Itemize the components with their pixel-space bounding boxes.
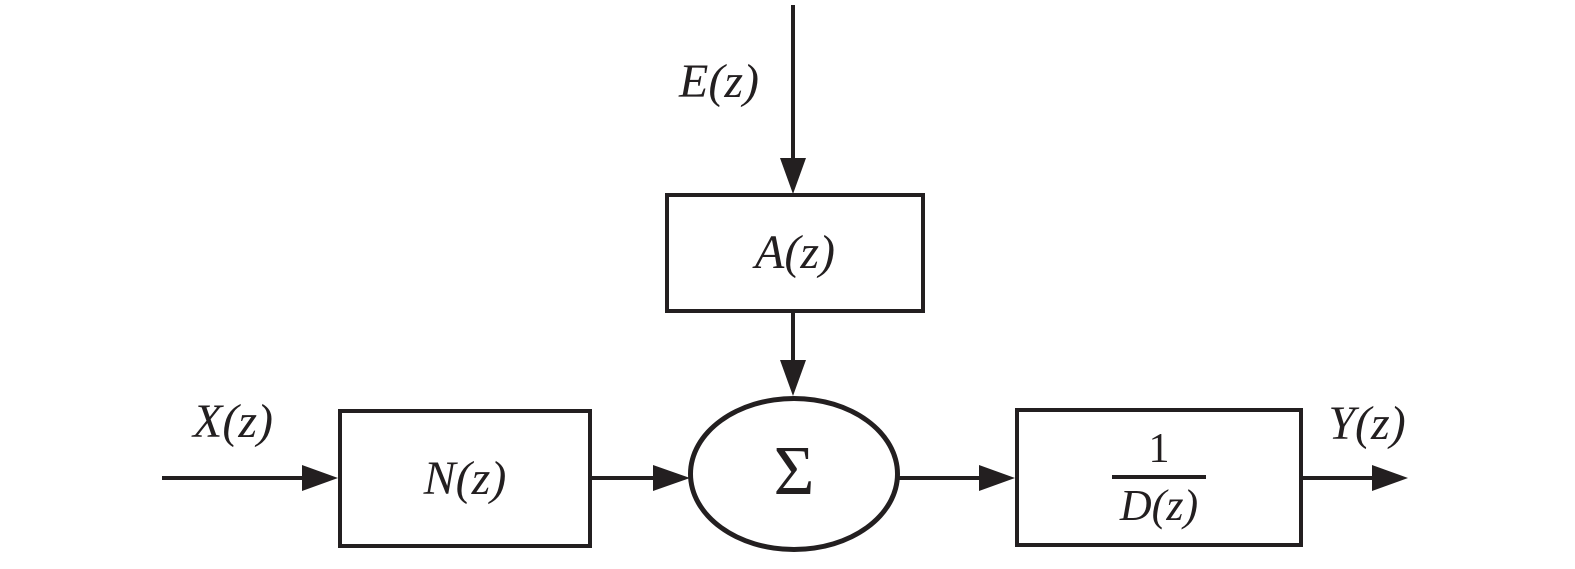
n-to-sum-arrow <box>592 465 690 491</box>
e-input-arrow <box>780 5 806 194</box>
a-to-sum-arrow <box>780 313 806 396</box>
y-output-arrow <box>1303 465 1408 491</box>
block-a: A(z) <box>665 193 925 313</box>
signal-label-y: Y(z) <box>1328 397 1406 450</box>
fraction-bar <box>1112 474 1206 479</box>
sum-to-d-arrow <box>899 465 1015 491</box>
sigma-symbol: Σ <box>773 433 815 510</box>
signal-label-x: X(z) <box>193 395 273 448</box>
fraction-numerator: 1 <box>1148 425 1170 472</box>
block-one-over-d: 1 D(z) <box>1015 408 1303 547</box>
signal-label-e: E(z) <box>679 55 759 108</box>
summer-node: Σ <box>688 396 900 552</box>
fraction-denominator: D(z) <box>1119 480 1199 530</box>
block-n: N(z) <box>338 409 592 548</box>
x-input-arrow <box>162 465 338 491</box>
block-a-label: A(z) <box>755 226 835 279</box>
block-n-label: N(z) <box>423 451 507 505</box>
fraction: 1 D(z) <box>1112 428 1206 528</box>
